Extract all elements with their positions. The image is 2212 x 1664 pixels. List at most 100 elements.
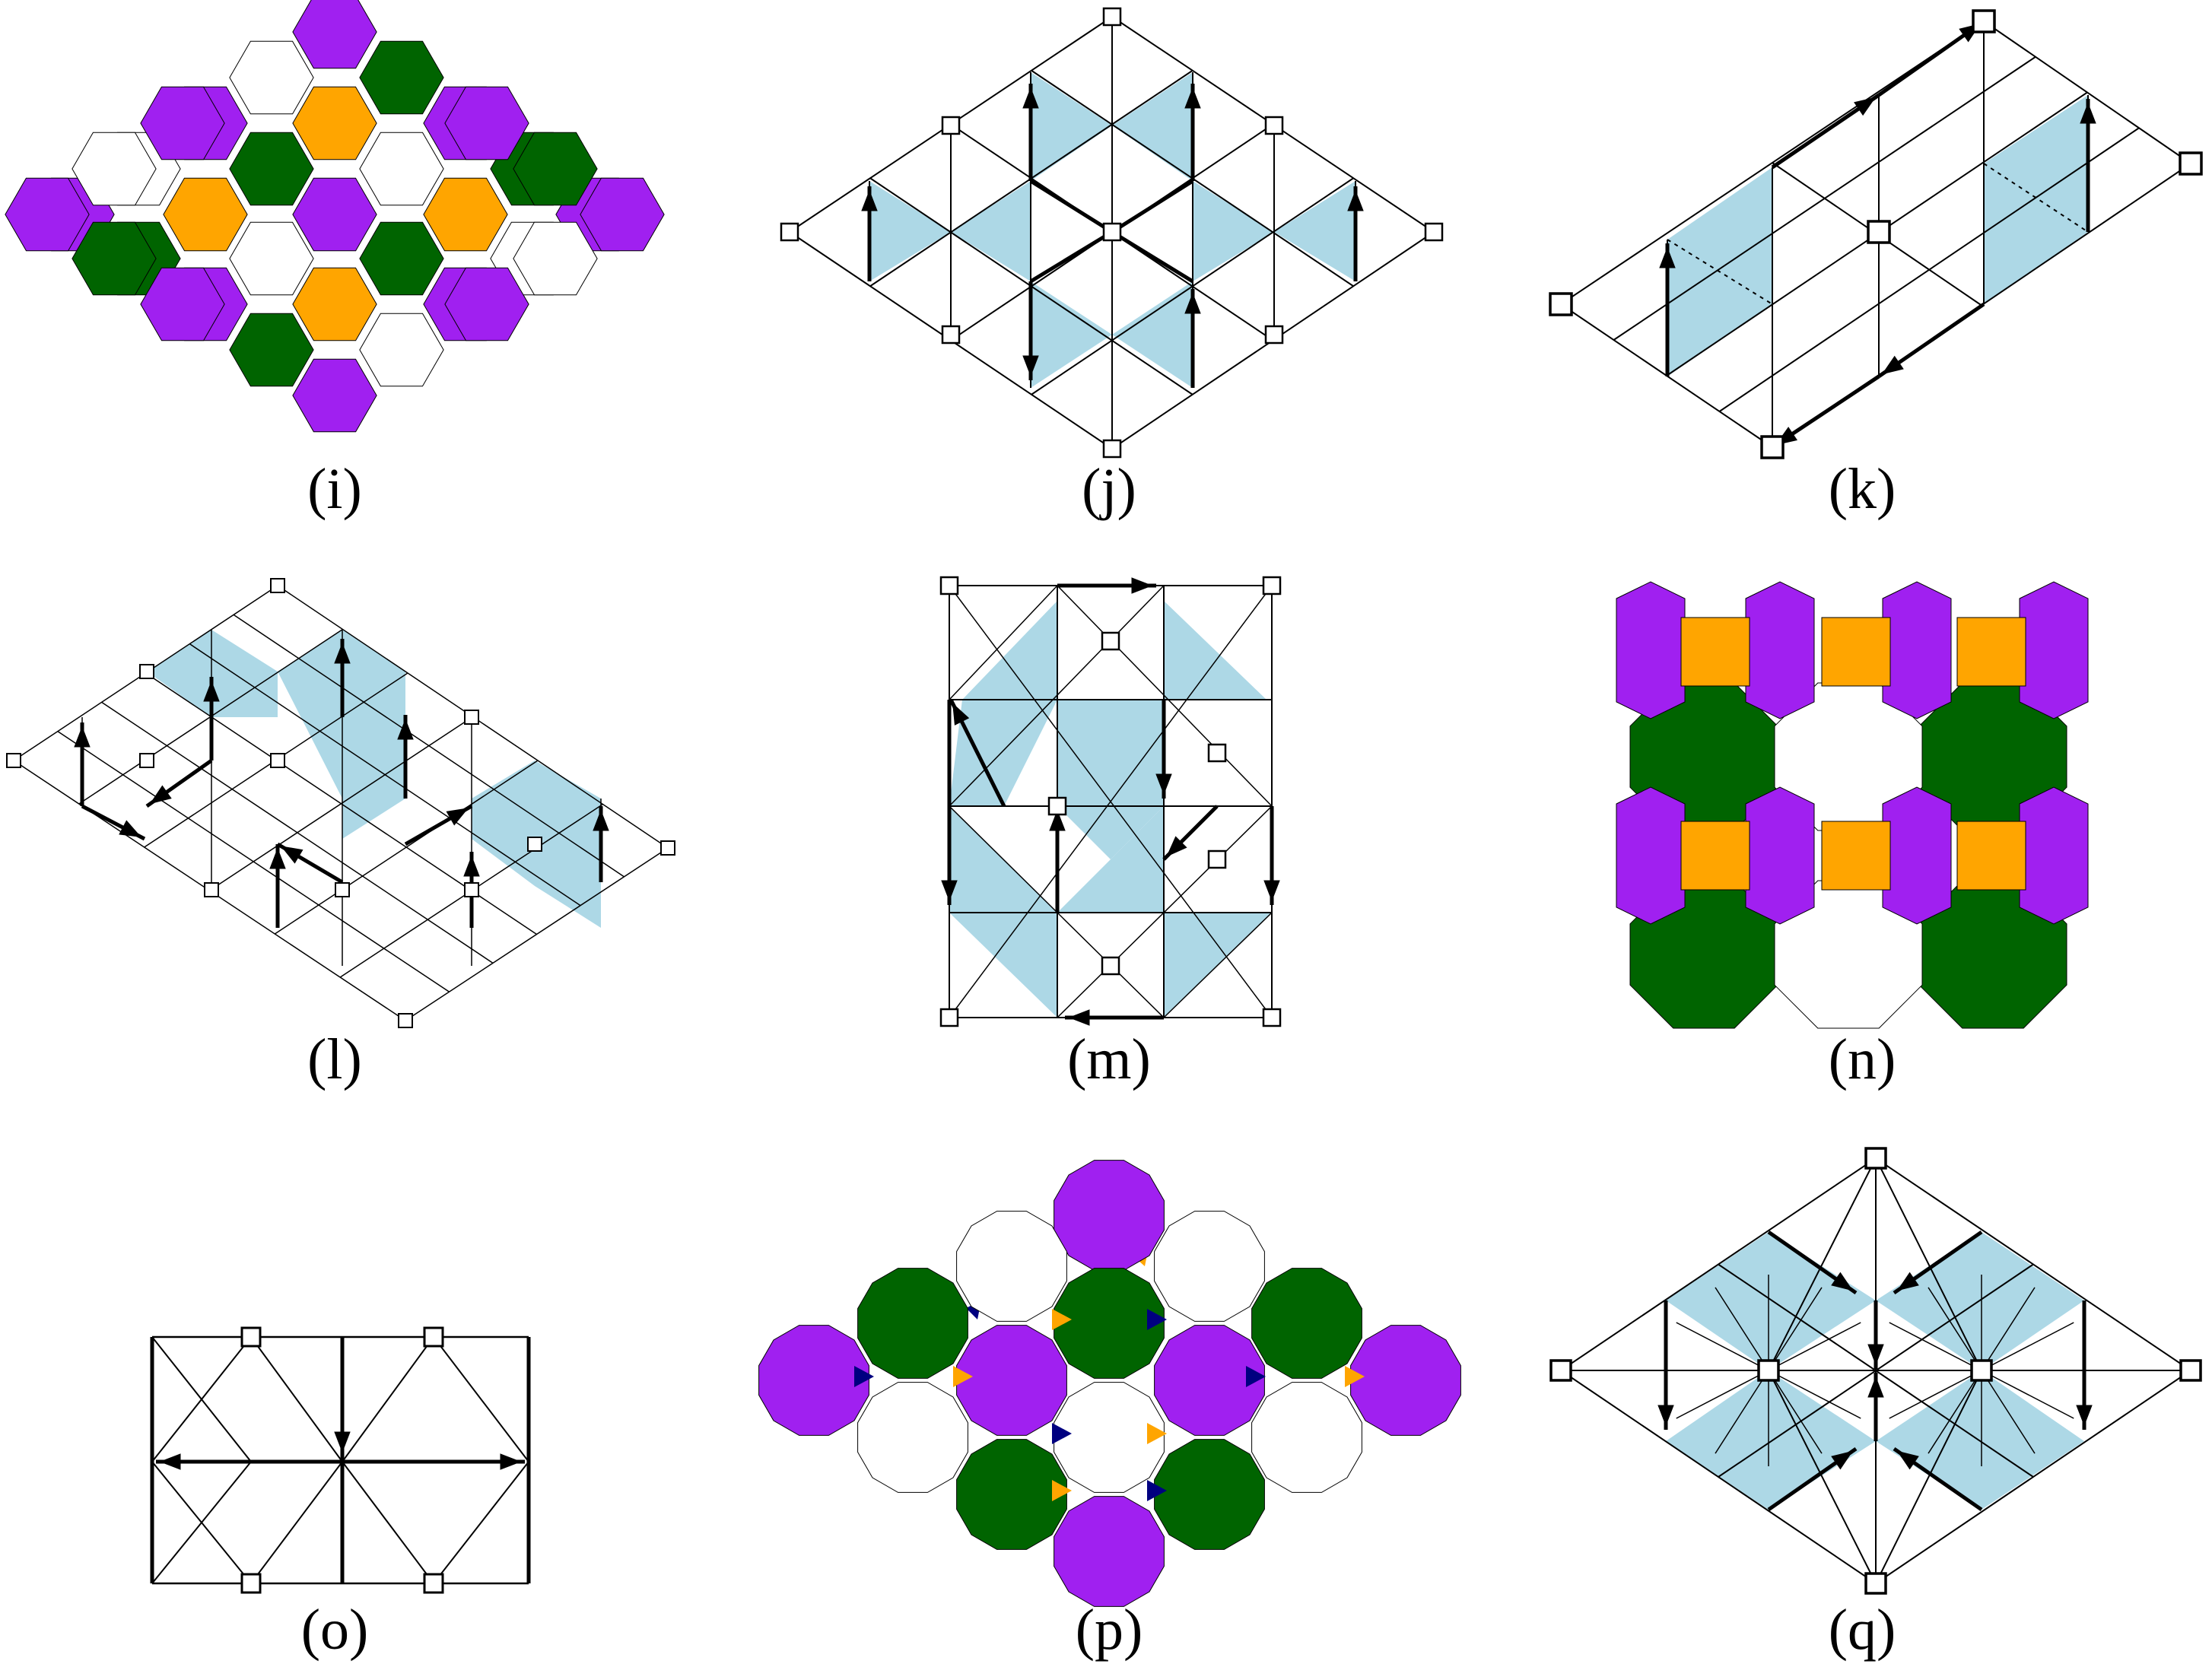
- dodecagon-cell: [1154, 1439, 1265, 1550]
- hex-cell: [292, 177, 377, 252]
- grid-line: [1163, 912, 1273, 1018]
- spoke-line: [1676, 1370, 1769, 1419]
- spoke-line: [1981, 1370, 2074, 1419]
- hex-cell: [72, 221, 157, 296]
- panel-q-rhombus-lattice: [1549, 1147, 2202, 1595]
- grid-line: [1718, 127, 2140, 412]
- shaded-region: [1057, 700, 1164, 859]
- arrowhead: [1155, 773, 1172, 795]
- small-triangle: [1246, 1366, 1266, 1387]
- square-vertex: [660, 840, 675, 856]
- square-cell: [1680, 617, 1750, 687]
- square-vertex: [1549, 1359, 1572, 1382]
- square-vertex: [240, 1573, 262, 1594]
- shaded-triangle: [1193, 181, 1274, 281]
- caption-m: (m): [1067, 1027, 1151, 1091]
- shaded-region: [147, 630, 278, 717]
- small-triangle: [1052, 1480, 1072, 1501]
- spoke-line: [1981, 1322, 2074, 1371]
- spoke-line: [1768, 1322, 1861, 1371]
- edge-thick: [1111, 179, 1194, 234]
- square-vertex: [1264, 325, 1284, 345]
- panel-l-rhombus-lattice: [6, 578, 675, 1028]
- caption-o: (o): [301, 1598, 369, 1662]
- grid-line: [151, 1336, 252, 1462]
- panel-i-hexagon-tiling: [5, 0, 665, 433]
- dodecagon-cell: [1251, 1382, 1362, 1493]
- square-vertex: [139, 664, 154, 679]
- hex-cell: [163, 177, 248, 252]
- grid-line: [1768, 1157, 1877, 1371]
- square-vertex: [1972, 9, 1996, 33]
- arrowhead: [1854, 97, 1877, 116]
- elongated-hexagon: [2019, 581, 2089, 719]
- grid-line: [1613, 56, 2036, 341]
- dashed-line: [1983, 163, 2089, 233]
- hex-cell: [72, 132, 157, 206]
- square-cell: [1680, 821, 1750, 891]
- spoke-line: [1768, 1370, 1823, 1454]
- arrowhead: [1166, 836, 1187, 857]
- arrowhead: [1022, 355, 1039, 377]
- arrowhead: [861, 189, 878, 211]
- arrowhead: [593, 809, 609, 831]
- small-triangle: [1345, 1366, 1365, 1387]
- hex-cell: [292, 358, 377, 433]
- arrowhead: [1347, 189, 1364, 211]
- dodecagon-cell: [1054, 1382, 1165, 1493]
- square-vertex: [240, 1326, 262, 1348]
- square-vertex: [1424, 222, 1444, 242]
- dodecagon-cell: [956, 1325, 1067, 1436]
- dodecagon-cell: [956, 1439, 1067, 1550]
- hex-cell: [140, 86, 225, 160]
- arrowhead: [1263, 880, 1280, 902]
- arrowhead: [463, 855, 480, 877]
- square-vertex: [1262, 1008, 1282, 1027]
- square-vertex: [1102, 7, 1122, 27]
- square-vertex: [139, 753, 154, 768]
- caption-j: (j): [1082, 457, 1136, 521]
- shaded-region: [1876, 1370, 2084, 1510]
- square-vertex: [939, 1008, 959, 1027]
- grid-line: [342, 1336, 434, 1462]
- elongated-hexagon: [1616, 786, 1686, 925]
- shaded-region: [949, 601, 1057, 806]
- square-vertex: [335, 882, 350, 897]
- grid-line: [250, 1336, 343, 1462]
- arrowhead: [1867, 1344, 1884, 1366]
- spoke-line: [1768, 1370, 1861, 1419]
- spoke-line: [1715, 1370, 1769, 1454]
- panel-p-dodecagon-tiling: [758, 1160, 1461, 1607]
- square-cell: [1956, 821, 2026, 891]
- square-vertex: [1101, 631, 1120, 651]
- small-triangle: [854, 1366, 874, 1387]
- grid-line: [1057, 585, 1273, 807]
- small-triangle: [953, 1366, 973, 1387]
- shaded-region: [1984, 95, 2088, 304]
- small-triangle: [1052, 1309, 1072, 1330]
- arrowhead: [1184, 292, 1201, 314]
- grid-line: [949, 585, 1273, 1018]
- grid-line: [233, 614, 625, 878]
- hex-cell: [359, 221, 444, 296]
- square-vertex: [464, 710, 479, 725]
- shaded-triangle: [951, 181, 1031, 281]
- caption-i: (i): [307, 457, 362, 521]
- shaded-triangle: [1031, 72, 1112, 181]
- arrowhead: [397, 718, 414, 740]
- grid-line: [151, 1461, 252, 1584]
- square-vertex: [1047, 796, 1067, 816]
- small-triangle: [1147, 1309, 1167, 1330]
- arrowhead: [159, 1453, 181, 1470]
- square-cell: [1956, 617, 2026, 687]
- arrowhead: [1831, 1272, 1854, 1291]
- arrowhead: [1867, 1376, 1884, 1398]
- spoke-line: [1981, 1370, 2036, 1454]
- edge-thick: [1111, 230, 1194, 284]
- square-vertex: [2179, 151, 2203, 176]
- square-vertex: [1264, 116, 1284, 135]
- arrowhead: [269, 847, 286, 869]
- square-vertex: [780, 222, 799, 242]
- square-vertex: [941, 325, 961, 345]
